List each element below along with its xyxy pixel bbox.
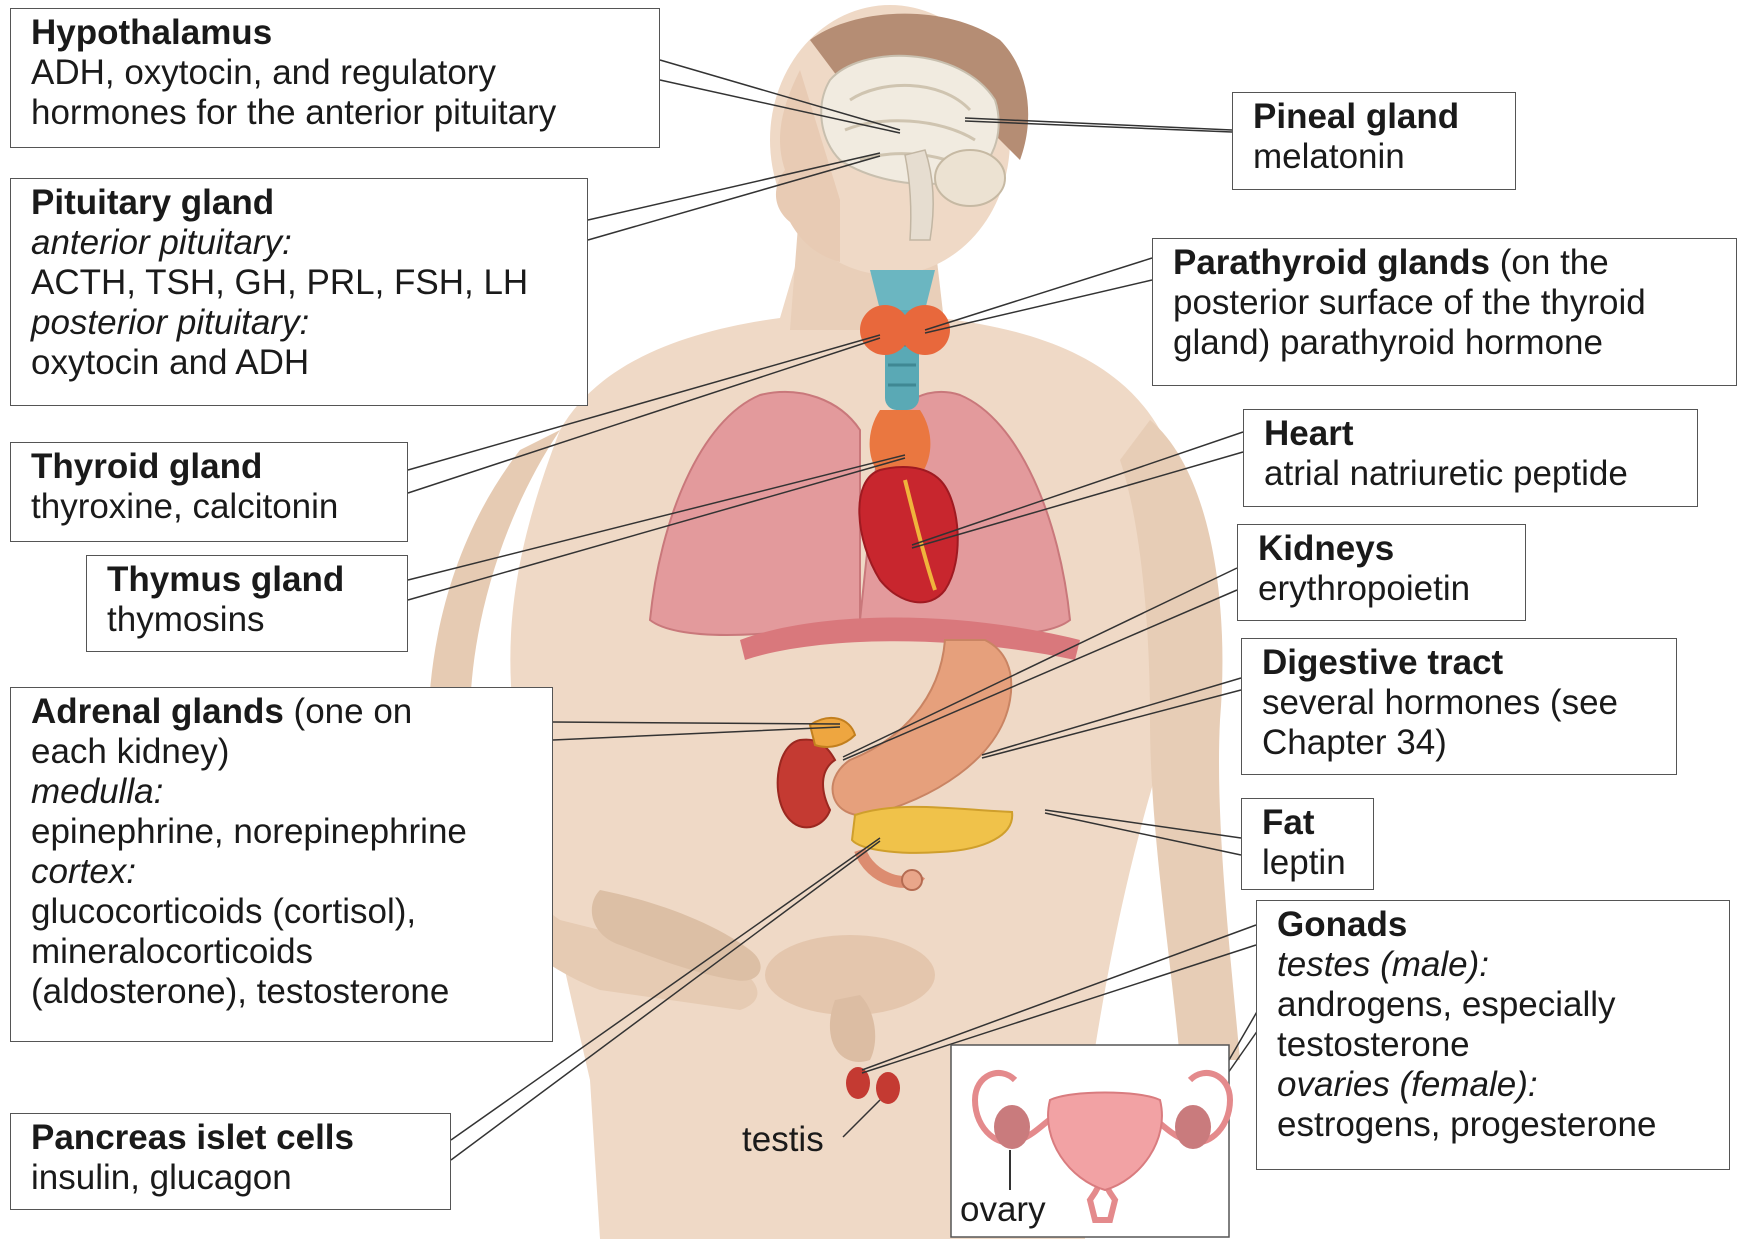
adrenal-title-line: Adrenal glands (one on [31,692,532,732]
thyroid-title: Thyroid gland [31,447,387,487]
callout-testis: testis [742,1120,824,1160]
label-gonads: Gonads testes (male): androgens, especia… [1256,900,1730,1170]
fat-title: Fat [1262,803,1353,843]
hypothalamus-line2: hormones for the anterior pituitary [31,93,639,133]
ovaries-label: ovaries (female): [1277,1065,1709,1105]
callout-ovary: ovary [960,1190,1046,1230]
parathyroid-line1: posterior surface of the thyroid [1173,283,1716,323]
cortex-line1: glucocorticoids (cortisol), [31,892,532,932]
parathyroid-title-suffix: (on the [1490,243,1609,282]
digestive-line2: Chapter 34) [1262,723,1656,763]
cortex-line2: mineralocorticoids [31,932,532,972]
gonads-title: Gonads [1277,905,1709,945]
ovary-right [1175,1105,1211,1149]
testes-line2: testosterone [1277,1025,1709,1065]
label-hypothalamus: Hypothalamus ADH, oxytocin, and regulato… [10,8,660,148]
label-digestive: Digestive tract several hormones (see Ch… [1241,638,1677,775]
label-fat: Fat leptin [1241,798,1374,890]
adrenal-title-suffix: (one on [284,692,412,731]
label-pineal: Pineal gland melatonin [1232,92,1516,190]
label-pancreas: Pancreas islet cells insulin, glucagon [10,1113,451,1210]
pineal-title: Pineal gland [1253,97,1495,137]
label-adrenal: Adrenal glands (one on each kidney) medu… [10,687,553,1042]
digestive-line1: several hormones (see [1262,683,1656,723]
cortex-label: cortex: [31,852,532,892]
adrenal-line1: each kidney) [31,732,532,772]
posterior-pituitary-hormones: oxytocin and ADH [31,343,567,383]
thyroid-line1: thyroxine, calcitonin [31,487,387,527]
parathyroid-title: Parathyroid glands [1173,243,1490,282]
digestive-title: Digestive tract [1262,643,1656,683]
anterior-pituitary-hormones: ACTH, TSH, GH, PRL, FSH, LH [31,263,567,303]
thymus-title: Thymus gland [107,560,387,600]
adrenal-title: Adrenal glands [31,692,284,731]
ovary-left [994,1105,1030,1149]
testes-label: testes (male): [1277,945,1709,985]
label-parathyroid: Parathyroid glands (on the posterior sur… [1152,238,1737,386]
label-thyroid: Thyroid gland thyroxine, calcitonin [10,442,408,542]
heart-line1: atrial natriuretic peptide [1264,454,1677,494]
kidneys-line1: erythropoietin [1258,569,1505,609]
label-pituitary: Pituitary gland anterior pituitary: ACTH… [10,178,588,406]
label-kidneys: Kidneys erythropoietin [1237,524,1526,621]
pancreas-line1: insulin, glucagon [31,1158,430,1198]
label-thymus: Thymus gland thymosins [86,555,408,652]
pancreas-title: Pancreas islet cells [31,1118,430,1158]
hypothalamus-line1: ADH, oxytocin, and regulatory [31,53,639,93]
medulla-label: medulla: [31,772,532,812]
thymus-line1: thymosins [107,600,387,640]
label-heart: Heart atrial natriuretic peptide [1243,409,1698,507]
parathyroid-line2: gland) parathyroid hormone [1173,323,1716,363]
fat-line1: leptin [1262,843,1353,883]
kidneys-title: Kidneys [1258,529,1505,569]
heart-title: Heart [1264,414,1677,454]
parathyroid-title-line: Parathyroid glands (on the [1173,243,1716,283]
anterior-pituitary-label: anterior pituitary: [31,223,567,263]
ovaries-line1: estrogens, progesterone [1277,1105,1709,1145]
medulla-hormones: epinephrine, norepinephrine [31,812,532,852]
pineal-line1: melatonin [1253,137,1495,177]
cortex-line3: (aldosterone), testosterone [31,972,532,1012]
testes-line1: androgens, especially [1277,985,1709,1025]
hypothalamus-title: Hypothalamus [31,13,639,53]
posterior-pituitary-label: posterior pituitary: [31,303,567,343]
pituitary-title: Pituitary gland [31,183,567,223]
testis-right [876,1072,900,1104]
